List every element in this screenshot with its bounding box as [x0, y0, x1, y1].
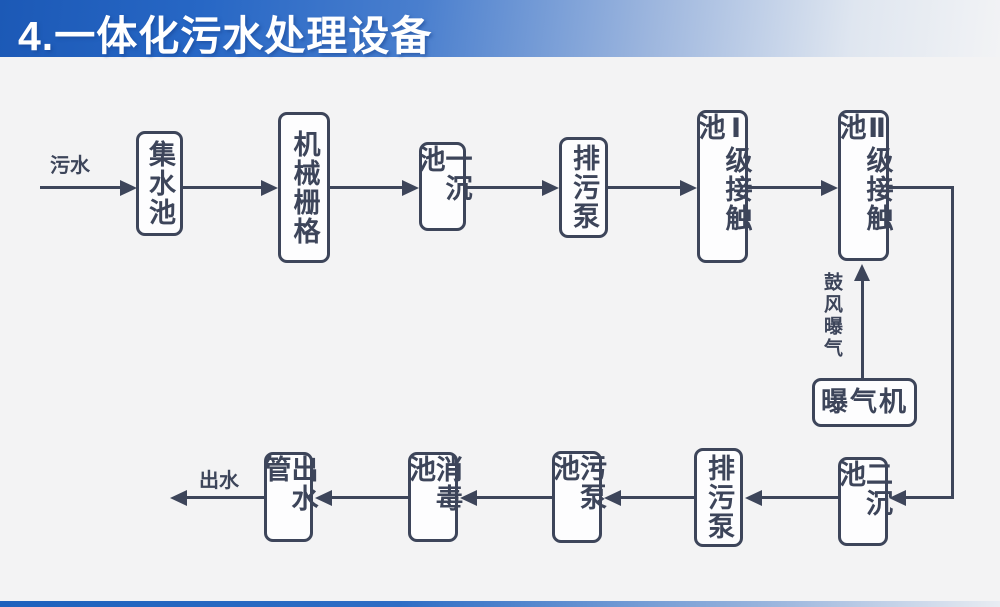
node-level1-contact-tank: Ⅰ级接触池: [694, 110, 752, 263]
connector-line: [466, 186, 543, 189]
slide-header: 4.一体化污水处理设备: [0, 0, 1000, 59]
arrow-left-icon: [889, 490, 906, 506]
arrow-right-icon: [680, 180, 697, 196]
arrow-right-icon: [261, 180, 278, 196]
aeration-label: 鼓风曝气: [821, 272, 842, 360]
node-mechanical-screen: 机械栅格: [278, 112, 330, 263]
node-disinfection-tank: 消毒池: [405, 452, 462, 542]
node-outlet-pipe: 出水管: [260, 452, 318, 542]
node-primary-sedimentation-tank: 一沉池: [415, 142, 472, 231]
connector-line: [477, 496, 552, 499]
node-label: 机械栅格: [289, 129, 320, 246]
arrow-up-icon: [854, 264, 870, 281]
connector-line: [608, 186, 681, 189]
node-label: Ⅱ级接触池: [835, 113, 893, 233]
connector-line: [187, 496, 264, 499]
node-label: 排污泵: [704, 454, 734, 541]
node-label: 出水管: [260, 455, 318, 513]
page-title: 4.一体化污水处理设备: [18, 13, 433, 59]
connector-line: [748, 186, 822, 189]
node-label: 一沉池: [414, 145, 472, 203]
node-collecting-tank: 集水池: [136, 131, 183, 236]
arrow-left-icon: [170, 490, 187, 506]
arrow-left-icon: [460, 490, 477, 506]
node-sewage-pump-top: 排污泵: [559, 137, 608, 238]
node-sewage-pump-tank: 污泵池: [549, 451, 606, 543]
connector-line: [861, 280, 864, 378]
connector-line: [762, 496, 838, 499]
node-label: 污泵池: [549, 454, 606, 512]
node-label: 集水池: [145, 140, 175, 227]
connector-line: [330, 186, 403, 189]
connector-line: [889, 186, 954, 189]
inflow-label: 污水: [50, 155, 90, 177]
connector-line: [951, 186, 954, 499]
arrow-left-icon: [745, 490, 762, 506]
arrow-right-icon: [821, 180, 838, 196]
connector-line: [332, 496, 408, 499]
connector-line: [906, 496, 954, 499]
outflow-label: 出水: [199, 470, 239, 492]
node-label: 二沉池: [835, 460, 892, 518]
arrow-right-icon: [542, 180, 559, 196]
footer-accent-bar: [0, 601, 1000, 607]
node-label: 曝气机: [821, 387, 908, 417]
node-aerator: 曝气机: [812, 378, 917, 427]
node-label: 消毒池: [405, 455, 462, 513]
arrow-left-icon: [604, 490, 621, 506]
node-label: 排污泵: [569, 144, 599, 231]
connector-line: [621, 496, 694, 499]
arrow-left-icon: [315, 490, 332, 506]
node-label: Ⅰ级接触池: [694, 113, 752, 233]
connector-line: [40, 186, 122, 189]
arrow-right-icon: [402, 180, 419, 196]
arrow-right-icon: [120, 180, 137, 196]
node-level2-contact-tank: Ⅱ级接触池: [835, 110, 893, 261]
node-sewage-pump-bottom: 排污泵: [694, 448, 743, 547]
node-secondary-sedimentation-tank: 二沉池: [835, 457, 892, 546]
connector-line: [183, 186, 262, 189]
